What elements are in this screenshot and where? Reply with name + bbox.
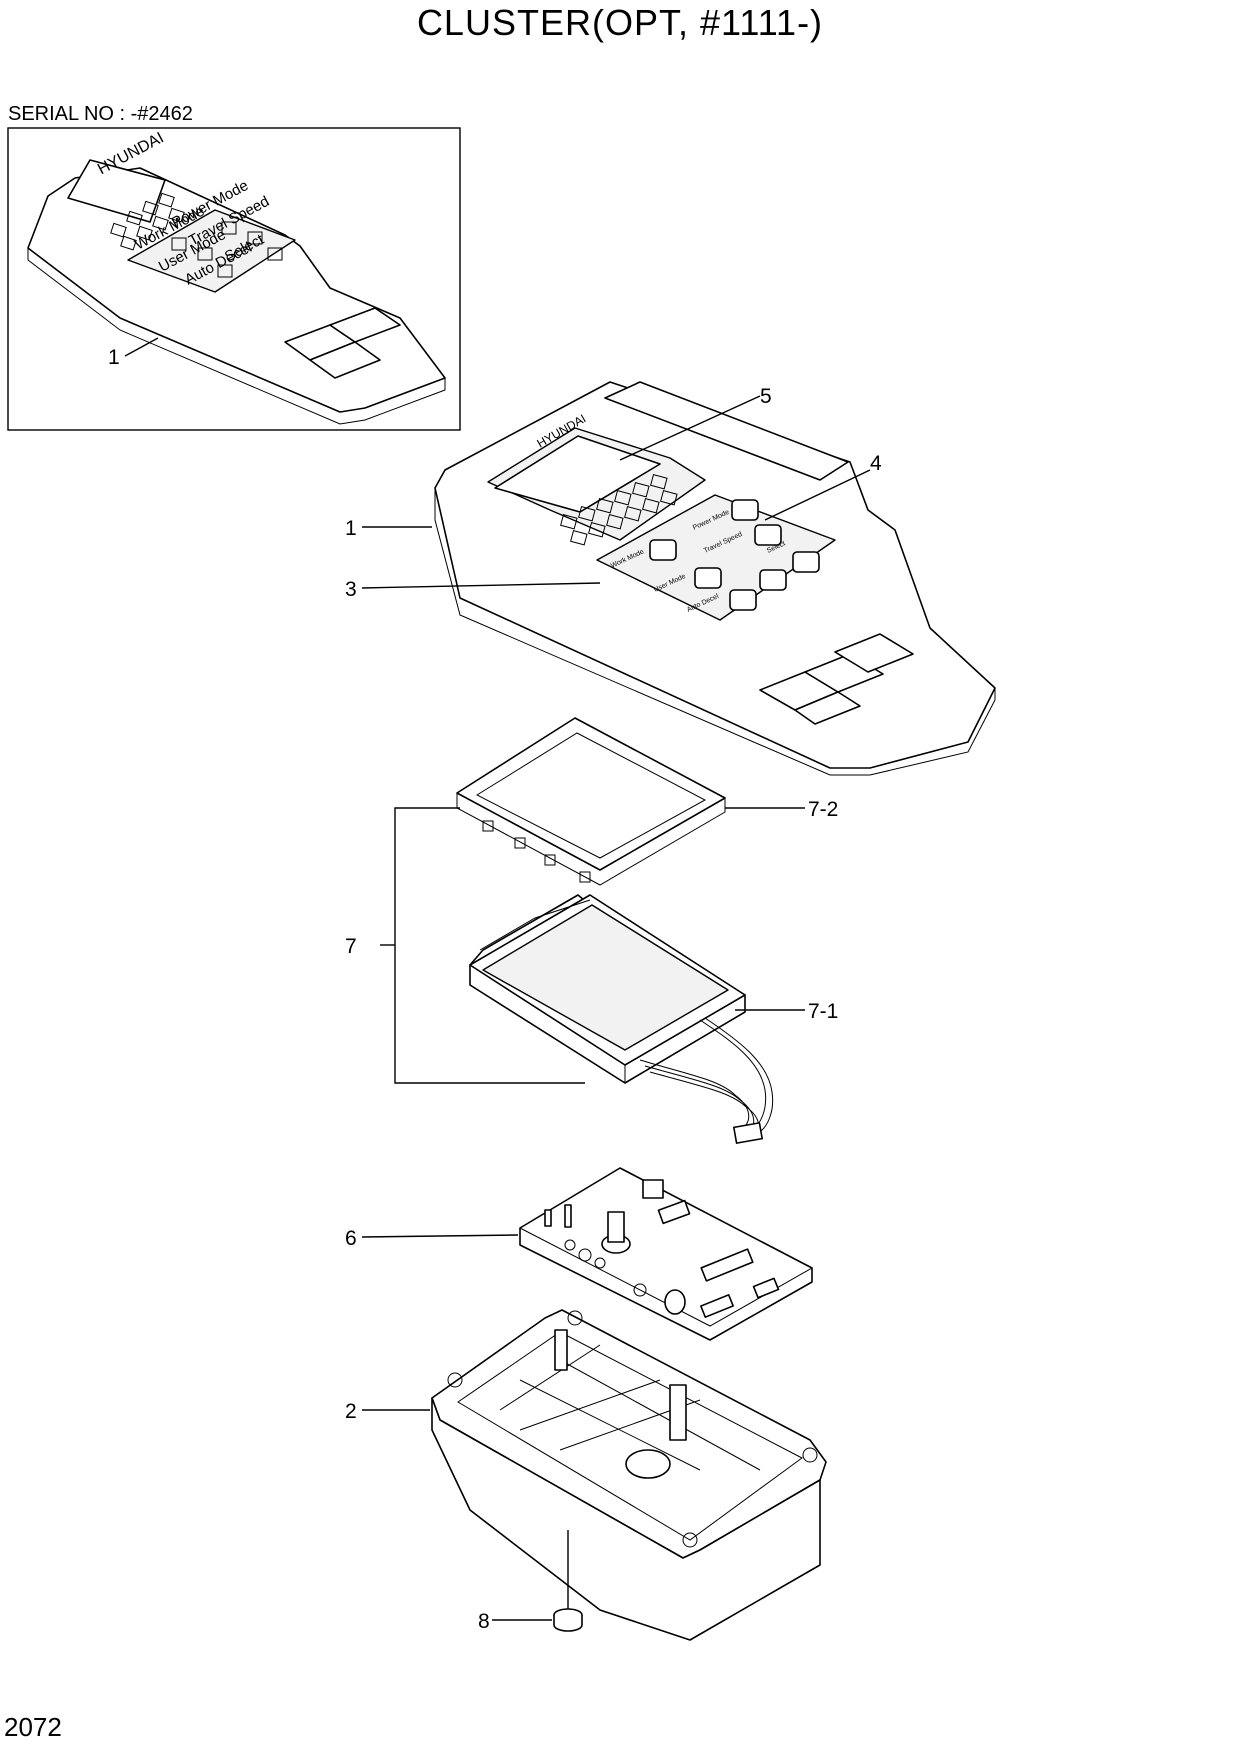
pcb-components <box>544 1179 780 1318</box>
callout-7: 7 <box>345 935 357 958</box>
lcd-frame-tabs <box>482 820 591 883</box>
callout-3: 3 <box>345 578 357 601</box>
cluster-rocker-switches <box>759 633 914 725</box>
callout-4: 4 <box>870 452 882 475</box>
lcd-ribbon-cable <box>639 1017 774 1144</box>
inset-old-cluster: HYUNDAI Power Mode Travel Speed Work Mod… <box>7 127 461 431</box>
serial-note: SERIAL NO : -#2462 <box>8 103 193 125</box>
lcd-window <box>494 435 661 513</box>
callout-1: 1 <box>345 517 357 540</box>
cluster-mode-buttons <box>649 499 820 611</box>
inset-rocker-switches <box>284 307 401 379</box>
inset-frame <box>7 127 461 431</box>
inset-display <box>67 159 166 223</box>
inset-mode-buttons <box>171 221 283 278</box>
page-number: 2072 <box>4 1712 62 1742</box>
case-ribs <box>447 1310 818 1548</box>
pcb-board <box>519 1167 813 1341</box>
cluster-keypad <box>560 474 678 546</box>
circuit-board: 6 <box>345 1167 813 1341</box>
lower-case: 2 8 <box>345 1309 827 1641</box>
callout-5: 5 <box>760 385 772 408</box>
callout-2: 2 <box>345 1400 357 1423</box>
page-title: CLUSTER(OPT, #1111-) <box>416 2 824 43</box>
callout-6: 6 <box>345 1227 357 1250</box>
callout-inset-1: 1 <box>108 346 120 369</box>
cluster-right-window <box>604 381 849 481</box>
inset-keypad <box>110 192 185 251</box>
callout-7-2: 7-2 <box>808 798 838 821</box>
lcd-assembly: 7 7-2 7-1 <box>345 717 838 1144</box>
callout-8: 8 <box>478 1610 490 1633</box>
callout-7-1: 7-1 <box>808 1000 838 1023</box>
main-cluster: HYUNDAI <box>345 381 996 776</box>
rubber-foot <box>553 1608 583 1632</box>
